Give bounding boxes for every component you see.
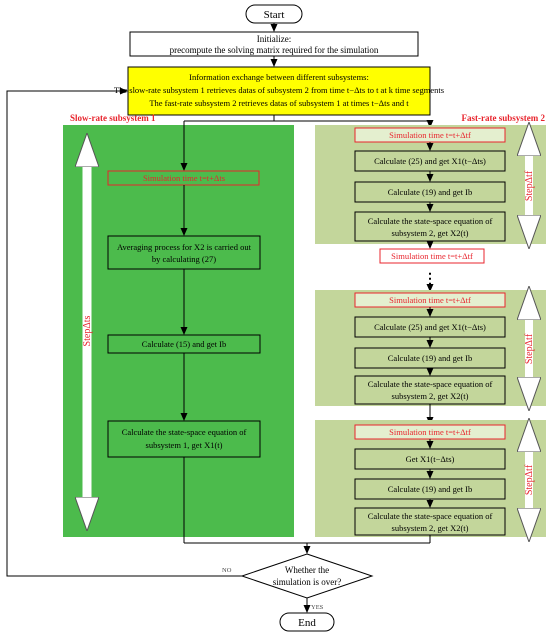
no-label: NO (222, 567, 232, 574)
decision-line2: simulation is over? (273, 577, 342, 587)
decision-line1: Whether the (285, 565, 329, 575)
averaging-line1: Averaging process for X2 is carried out (117, 242, 252, 252)
slow-sim-time-label: Simulation time t=t+Δts (143, 173, 225, 183)
fast-rate-title: Fast-rate subsystem 2 (462, 113, 546, 123)
fast-panel-3: Simulation time t=t+Δtf Get X1(t−Δts) Ca… (315, 420, 546, 537)
fast2-step2-label: Calculate (19) and get Ib (388, 353, 473, 363)
fast2-sim-time-label: Simulation time t=t+Δtf (389, 295, 471, 305)
initialize-line2: precompute the solving matrix required f… (170, 45, 379, 55)
fast1-step1-label: Calculate (25) and get X1(t−Δts) (374, 156, 486, 166)
yes-label: YES (311, 604, 324, 611)
fast2-step-label: StepΔtf (524, 333, 535, 364)
decision-diamond (240, 553, 374, 599)
start-label: Start (264, 9, 285, 21)
end-terminal (279, 612, 335, 632)
exchange-line3: The fast-rate subsystem 2 retrieves data… (149, 98, 409, 108)
initialize-box (129, 31, 419, 57)
fast2-state-line1: Calculate the state-space equation of (368, 379, 493, 389)
fast3-state-line2: subsystem 2, get X2(t) (392, 523, 469, 533)
slow-rate-panel (63, 125, 294, 537)
fast2-state-line2: subsystem 2, get X2(t) (392, 391, 469, 401)
slow-state-box (107, 420, 261, 458)
fast1-step-label: StepΔtf (524, 170, 535, 201)
fast1-state-line2: subsystem 2, get X2(t) (392, 228, 469, 238)
fast1-state-line1: Calculate the state-space equation of (368, 216, 493, 226)
slow-step-label: StepΔts (82, 315, 93, 346)
fast-panel-2: Simulation time t=t+Δtf Calculate (25) a… (315, 290, 546, 406)
averaging-box (107, 235, 261, 270)
slow-rate-title: Slow-rate subsystem 1 (70, 113, 156, 123)
fast3-sim-time-label: Simulation time t=t+Δtf (389, 427, 471, 437)
exchange-box (127, 66, 431, 116)
fast1-sim-time-label: Simulation time t=t+Δtf (389, 130, 471, 140)
fast-panel-1: Simulation time t=t+Δtf Calculate (25) a… (315, 125, 546, 244)
fast3-step1-label: Get X1(t−Δts) (406, 454, 455, 464)
ellipsis: ⋮ (423, 272, 437, 287)
exchange-line2: The slow-rate subsystem 1 retrieves data… (114, 85, 444, 95)
fast1-step2-label: Calculate (19) and get Ib (388, 187, 473, 197)
initialize-line1: Initialize: (257, 34, 291, 44)
averaging-line2: by calculating (27) (152, 254, 216, 264)
end-label: End (298, 617, 316, 629)
exchange-line1: Information exchange between different s… (189, 72, 369, 82)
fast3-step2-label: Calculate (19) and get Ib (388, 484, 473, 494)
fast2-state-box (354, 375, 506, 405)
slow-state-line1: Calculate the state-space equation of (122, 427, 247, 437)
no-loop-line (6, 87, 242, 577)
fast2-step1-label: Calculate (25) and get X1(t−Δts) (374, 322, 486, 332)
calc15-label: Calculate (15) and get Ib (142, 339, 227, 349)
fast3-step-label: StepΔtf (524, 464, 535, 495)
fast3-state-line1: Calculate the state-space equation of (368, 511, 493, 521)
between-sim-time-label: Simulation time t=t+Δtf (391, 251, 473, 261)
between-sim-time-box (379, 248, 485, 264)
slow-state-line2: subsystem 1, get X1(t) (146, 440, 223, 450)
